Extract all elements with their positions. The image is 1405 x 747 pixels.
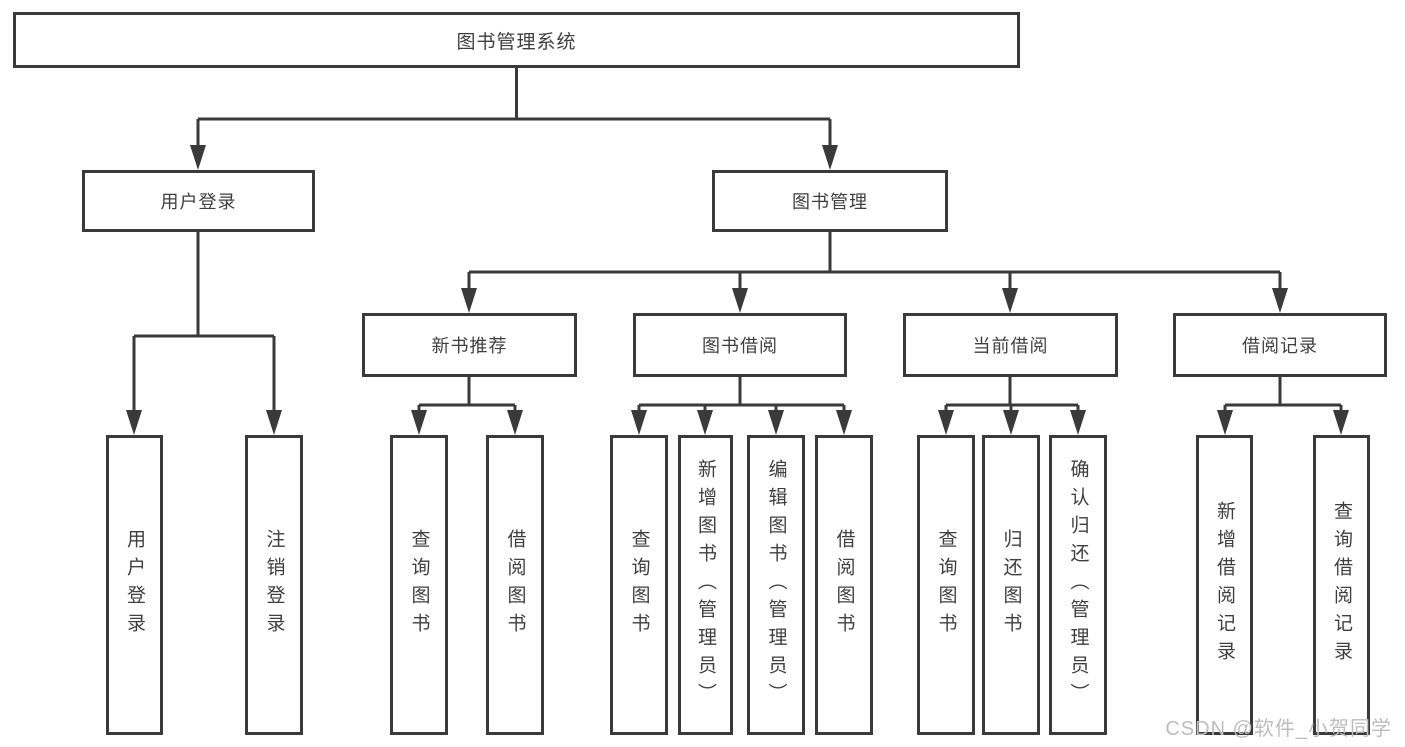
leaf-label: 借阅图书 — [504, 529, 526, 641]
leaf-query-books-2: 查询图书 — [610, 435, 668, 735]
leaf-label: 新增借阅记录 — [1214, 501, 1235, 669]
leaf-query-books-3: 查询图书 — [917, 435, 975, 735]
node-user-login-label: 用户登录 — [160, 192, 237, 212]
node-label: 借阅记录 — [1242, 336, 1318, 356]
leaf-logout: 注销登录 — [245, 435, 303, 735]
leaf-label: 确认归还（管理员） — [1067, 459, 1089, 711]
leaf-query-books-1: 查询图书 — [390, 435, 448, 735]
node-book-borrow: 图书借阅 — [633, 313, 847, 377]
node-new-book-recommend: 新书推荐 — [362, 313, 577, 377]
node-current-borrow: 当前借阅 — [903, 313, 1118, 377]
node-book-management-label: 图书管理 — [792, 192, 868, 212]
leaf-label: 借阅图书 — [833, 529, 855, 641]
node-label: 当前借阅 — [972, 336, 1049, 356]
node-root-label: 图书管理系统 — [456, 31, 577, 53]
node-label: 图书借阅 — [702, 336, 778, 356]
leaf-borrow-books-1: 借阅图书 — [486, 435, 544, 735]
leaf-label: 用户登录 — [124, 529, 145, 641]
leaf-label: 注销登录 — [263, 529, 285, 641]
leaf-label: 新增图书（管理员） — [695, 459, 716, 711]
leaf-borrow-books-2: 借阅图书 — [815, 435, 873, 735]
leaf-label: 查询借阅记录 — [1331, 501, 1352, 669]
leaf-label: 查询图书 — [408, 529, 430, 641]
leaf-edit-books-admin: 编辑图书（管理员） — [747, 435, 805, 735]
leaf-add-books-admin: 新增图书（管理员） — [678, 435, 733, 735]
leaf-user-login: 用户登录 — [106, 435, 163, 735]
node-user-login: 用户登录 — [82, 170, 315, 232]
csdn-watermark: CSDN @软件_小贺同学 — [1165, 718, 1392, 740]
leaf-label: 归还图书 — [1000, 529, 1022, 641]
leaf-return-books: 归还图书 — [982, 435, 1040, 735]
leaf-confirm-return-admin: 确认归还（管理员） — [1049, 435, 1107, 735]
leaf-query-borrow-record: 查询借阅记录 — [1313, 435, 1370, 735]
leaf-label: 查询图书 — [935, 529, 957, 641]
leaf-label: 查询图书 — [628, 529, 650, 641]
leaf-label: 编辑图书（管理员） — [765, 459, 787, 711]
node-root: 图书管理系统 — [13, 12, 1020, 68]
leaf-add-borrow-record: 新增借阅记录 — [1196, 435, 1253, 735]
node-label: 新书推荐 — [431, 336, 508, 356]
node-book-management: 图书管理 — [712, 170, 948, 232]
node-borrow-records: 借阅记录 — [1173, 313, 1387, 377]
